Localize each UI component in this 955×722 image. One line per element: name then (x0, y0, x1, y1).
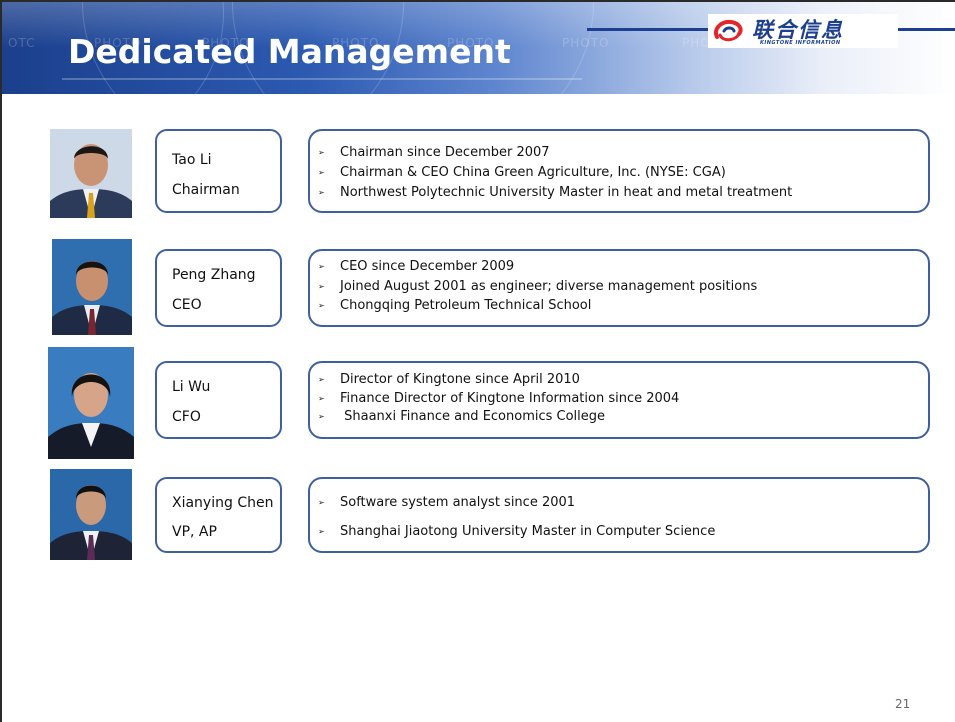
person-role: Chairman (172, 182, 240, 198)
bio-bullet: ➢ Shaanxi Finance and Economics College (318, 409, 605, 424)
watermark-text: OTC (8, 36, 36, 50)
title-underline (62, 78, 582, 80)
bio-bullet: ➢ Chairman since December 2007 (318, 145, 550, 160)
bio-bullet-text: Northwest Polytechnic University Master … (340, 185, 793, 200)
bio-bullet-text: Chongqing Petroleum Technical School (340, 298, 592, 313)
bullet-marker-icon: ➢ (318, 375, 325, 384)
header-rule-right (895, 28, 955, 31)
portrait-image (50, 129, 132, 218)
person-name: Li Wu (172, 379, 211, 395)
bullet-marker-icon: ➢ (318, 262, 325, 271)
person-bio-card: ➢ Software system analyst since 2001 ➢ Sha… (308, 477, 930, 553)
bullet-marker-icon: ➢ (318, 394, 325, 403)
bio-bullet: ➢ Chairman & CEO China Green Agriculture,… (318, 165, 726, 180)
person-bio-card: ➢ CEO since December 2009 ➢ Joined August … (308, 249, 930, 327)
bio-bullet-text: Software system analyst since 2001 (340, 495, 576, 510)
watermark-text: PHOTO (562, 36, 610, 50)
person-name: Tao Li (172, 152, 212, 168)
bio-bullet-text: Joined August 2001 as engineer; diverse … (340, 279, 758, 294)
bio-bullet-text: Chairman since December 2007 (340, 145, 550, 160)
slide-title: Dedicated Management (68, 32, 511, 71)
swirl-logo-icon (714, 19, 743, 42)
page-number: 21 (895, 697, 911, 711)
bio-bullet: ➢ CEO since December 2009 (318, 259, 514, 274)
logo-chinese-text: 联合信息 (752, 18, 844, 42)
person-photo (50, 469, 132, 560)
person-role: CEO (172, 297, 202, 313)
person-photo (52, 239, 132, 335)
person-name-card: Li Wu CFO (155, 361, 282, 439)
bio-bullet-text: CEO since December 2009 (340, 259, 515, 274)
bio-bullet-text: Chairman & CEO China Green Agriculture, … (340, 165, 726, 180)
person-name-card: Peng Zhang CEO (155, 249, 282, 327)
bio-bullet: ➢ Finance Director of Kingtone Informatio… (318, 391, 679, 406)
bio-bullet: ➢ Director of Kingtone since April 2010 (318, 372, 580, 387)
bio-bullet-text: Shaanxi Finance and Economics College (340, 409, 606, 424)
watermark-text: PHOTO (202, 36, 250, 50)
watermark-text: PHOTO (332, 36, 380, 50)
person-role: CFO (172, 409, 201, 425)
person-name-card: Tao Li Chairman (155, 129, 282, 213)
bullet-marker-icon: ➢ (318, 301, 325, 310)
person-name: Xianying Chen (172, 495, 274, 511)
bullet-marker-icon: ➢ (318, 148, 325, 157)
bullet-marker-icon: ➢ (318, 412, 325, 421)
bullet-marker-icon: ➢ (318, 282, 325, 291)
header-rule-left (587, 28, 711, 31)
person-name: Peng Zhang (172, 267, 256, 283)
person-photo (48, 347, 134, 459)
bio-bullet-text: Finance Director of Kingtone Information… (340, 391, 680, 406)
person-name-card: Xianying Chen VP, AP (155, 477, 282, 553)
bullet-marker-icon: ➢ (318, 498, 325, 507)
watermark-text: PHOTO (447, 36, 495, 50)
logo-english-text: KINGTONE INFORMATION (760, 40, 841, 46)
bullet-marker-icon: ➢ (318, 527, 325, 536)
bio-bullet: ➢ Software system analyst since 2001 (318, 495, 575, 510)
bio-bullet: ➢ Northwest Polytechnic University Master… (318, 185, 792, 200)
bullet-marker-icon: ➢ (318, 168, 325, 177)
person-role: VP, AP (172, 524, 217, 540)
bio-bullet: ➢ Chongqing Petroleum Technical School (318, 298, 591, 313)
person-bio-card: ➢ Director of Kingtone since April 2010 ➢… (308, 361, 930, 439)
person-bio-card: ➢ Chairman since December 2007 ➢ Chairman … (308, 129, 930, 213)
bio-bullet: ➢ Joined August 2001 as engineer; diverse… (318, 279, 757, 294)
portrait-image (52, 239, 132, 335)
bio-bullet-text: Director of Kingtone since April 2010 (340, 372, 580, 387)
bio-bullet-text: Shanghai Jiaotong University Master in C… (340, 524, 716, 539)
bullet-marker-icon: ➢ (318, 188, 325, 197)
portrait-image (50, 469, 132, 560)
watermark-text: PHOTO (94, 36, 142, 50)
bio-bullet: ➢ Shanghai Jiaotong University Master in … (318, 524, 715, 539)
company-logo: 联合信息 KINGTONE INFORMATION (708, 14, 898, 48)
portrait-image (48, 347, 134, 459)
person-photo (50, 129, 132, 218)
